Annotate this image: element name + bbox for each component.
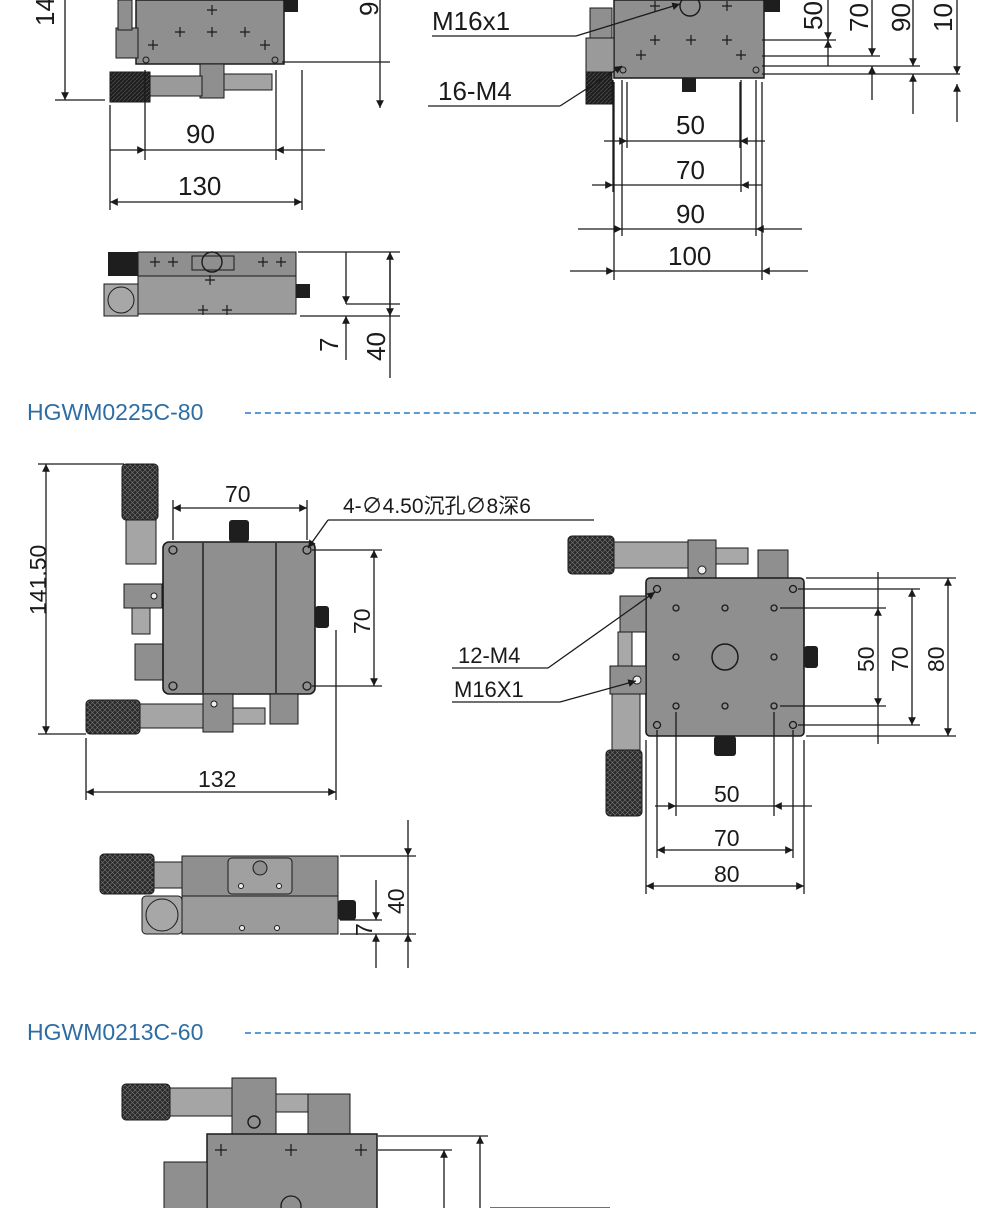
dim-side-40: 40 bbox=[383, 888, 409, 914]
dim-h-70: 70 bbox=[676, 155, 705, 185]
dim-v-90: 90 bbox=[886, 3, 916, 32]
dim-mid-h-80: 80 bbox=[714, 861, 740, 887]
mid-side-dimensions bbox=[340, 820, 416, 968]
dim-40: 40 bbox=[361, 332, 391, 361]
dim-132: 132 bbox=[198, 766, 236, 792]
dim-mid-h-50: 50 bbox=[714, 781, 740, 807]
dim-7: 7 bbox=[314, 338, 344, 352]
dim-130: 130 bbox=[178, 171, 221, 201]
dim-mid-v-70: 70 bbox=[887, 646, 913, 672]
top-side-dimensions bbox=[298, 251, 400, 378]
label-counterbore: 4-∅4.50沉孔∅8深6 bbox=[343, 495, 531, 518]
dim-right-partial: 9 bbox=[354, 2, 384, 16]
section-title-hgwm0213c-60: HGWM0213C-60 bbox=[27, 1019, 204, 1045]
dim-mid-v-50: 50 bbox=[853, 646, 879, 672]
dim-v-50: 50 bbox=[798, 1, 828, 30]
section-title-hgwm0225c-80: HGWM0225C-80 bbox=[27, 399, 204, 425]
mid-left-plan-view bbox=[85, 463, 329, 735]
dim-mid-h-70: 70 bbox=[714, 825, 740, 851]
top-side-view bbox=[103, 251, 310, 317]
dim-141-50: 141.50 bbox=[25, 545, 51, 615]
mid-left-dimensions bbox=[38, 463, 594, 800]
dim-left-height: 14 bbox=[30, 0, 60, 26]
label-holes-mid: 12-M4 bbox=[458, 643, 520, 668]
mid-right-dimensions bbox=[452, 572, 956, 894]
mid-side-view bbox=[99, 853, 356, 935]
bottom-dimensions bbox=[378, 1135, 610, 1208]
label-holes-top: 16-M4 bbox=[438, 76, 512, 106]
dim-side-70: 70 bbox=[349, 608, 375, 634]
mid-right-plan-view bbox=[567, 535, 818, 817]
section-divider bbox=[245, 412, 976, 414]
top-right-plan-view bbox=[585, 0, 780, 105]
dim-v-70: 70 bbox=[844, 3, 874, 32]
label-thread-mid: M16X1 bbox=[454, 677, 524, 702]
dim-h-50: 50 bbox=[676, 110, 705, 140]
label-thread-top: M16x1 bbox=[432, 6, 510, 36]
top-left-plan-view bbox=[109, 0, 298, 103]
dim-90: 90 bbox=[186, 119, 215, 149]
dim-top-70: 70 bbox=[225, 481, 251, 507]
dim-side-7: 7 bbox=[351, 923, 377, 936]
dim-h-100: 100 bbox=[668, 241, 711, 271]
top-right-dimensions bbox=[428, 0, 961, 280]
section-divider bbox=[245, 1032, 976, 1034]
dim-mid-v-80: 80 bbox=[923, 646, 949, 672]
dim-h-90: 90 bbox=[676, 199, 705, 229]
dim-v-100: 10 bbox=[928, 3, 958, 32]
top-left-dimensions bbox=[55, 0, 390, 210]
bottom-plan-view bbox=[121, 1077, 378, 1208]
